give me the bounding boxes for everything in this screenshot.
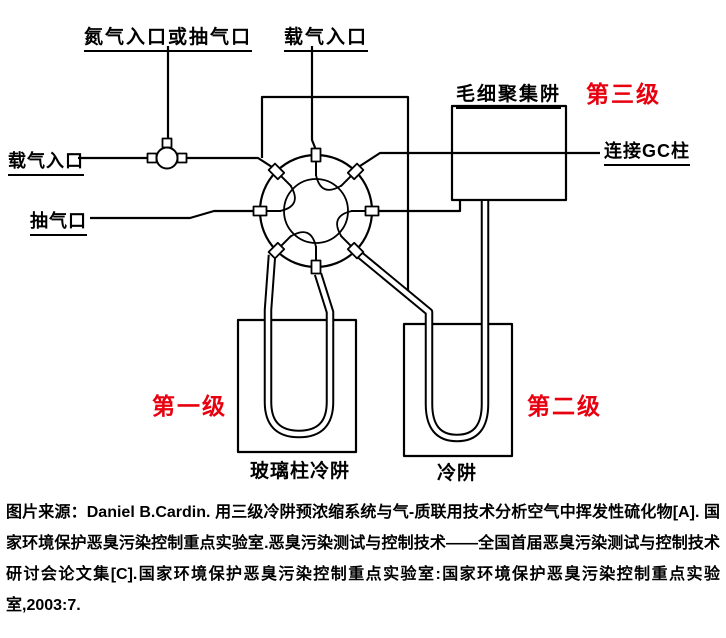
label-n2-or-pump-inlet: 氮气入口或抽气口 [84, 22, 253, 52]
line-pump-port [90, 209, 254, 220]
label-stage2: 第二级 [527, 393, 602, 419]
stage2-trap-box [402, 322, 514, 458]
rotary-valve [252, 147, 380, 275]
line-valve-to-stage3 [378, 201, 462, 213]
label-carrier-gas-inlet-top: 载气入口 [284, 22, 369, 52]
three-way-valve [146, 137, 188, 170]
trap1-u-tube-core [265, 254, 333, 437]
line-overhead-carrier [260, 95, 410, 291]
label-gc-column: 连接GC柱 [604, 137, 690, 166]
rotary-valve-rotor [283, 178, 349, 244]
system-diagram [78, 46, 600, 458]
label-carrier-gas-inlet-left: 载气入口 [8, 147, 84, 176]
label-glass-column-trap: 玻璃柱冷阱 [250, 461, 351, 482]
label-stage3: 第三级 [586, 81, 661, 107]
figure-source-citation: 图片来源：Daniel B.Cardin. 用三级冷阱预浓缩系统与气-质联用技术… [6, 504, 720, 614]
label-capillary-trap: 毛细聚集阱 [456, 79, 562, 109]
label-stage1: 第一级 [152, 393, 227, 419]
line-valve-to-port8 [186, 156, 273, 168]
line-carrier-top [310, 46, 318, 151]
trap2-u-tube-core [358, 201, 488, 441]
stage1-trap-box [236, 318, 358, 454]
line-gc-column [359, 151, 600, 167]
trap2-u-tube [357, 201, 490, 443]
label-pump-port: 抽气口 [30, 207, 87, 236]
label-cold-trap: 冷阱 [437, 463, 478, 484]
valve-port-fittings [252, 147, 380, 275]
